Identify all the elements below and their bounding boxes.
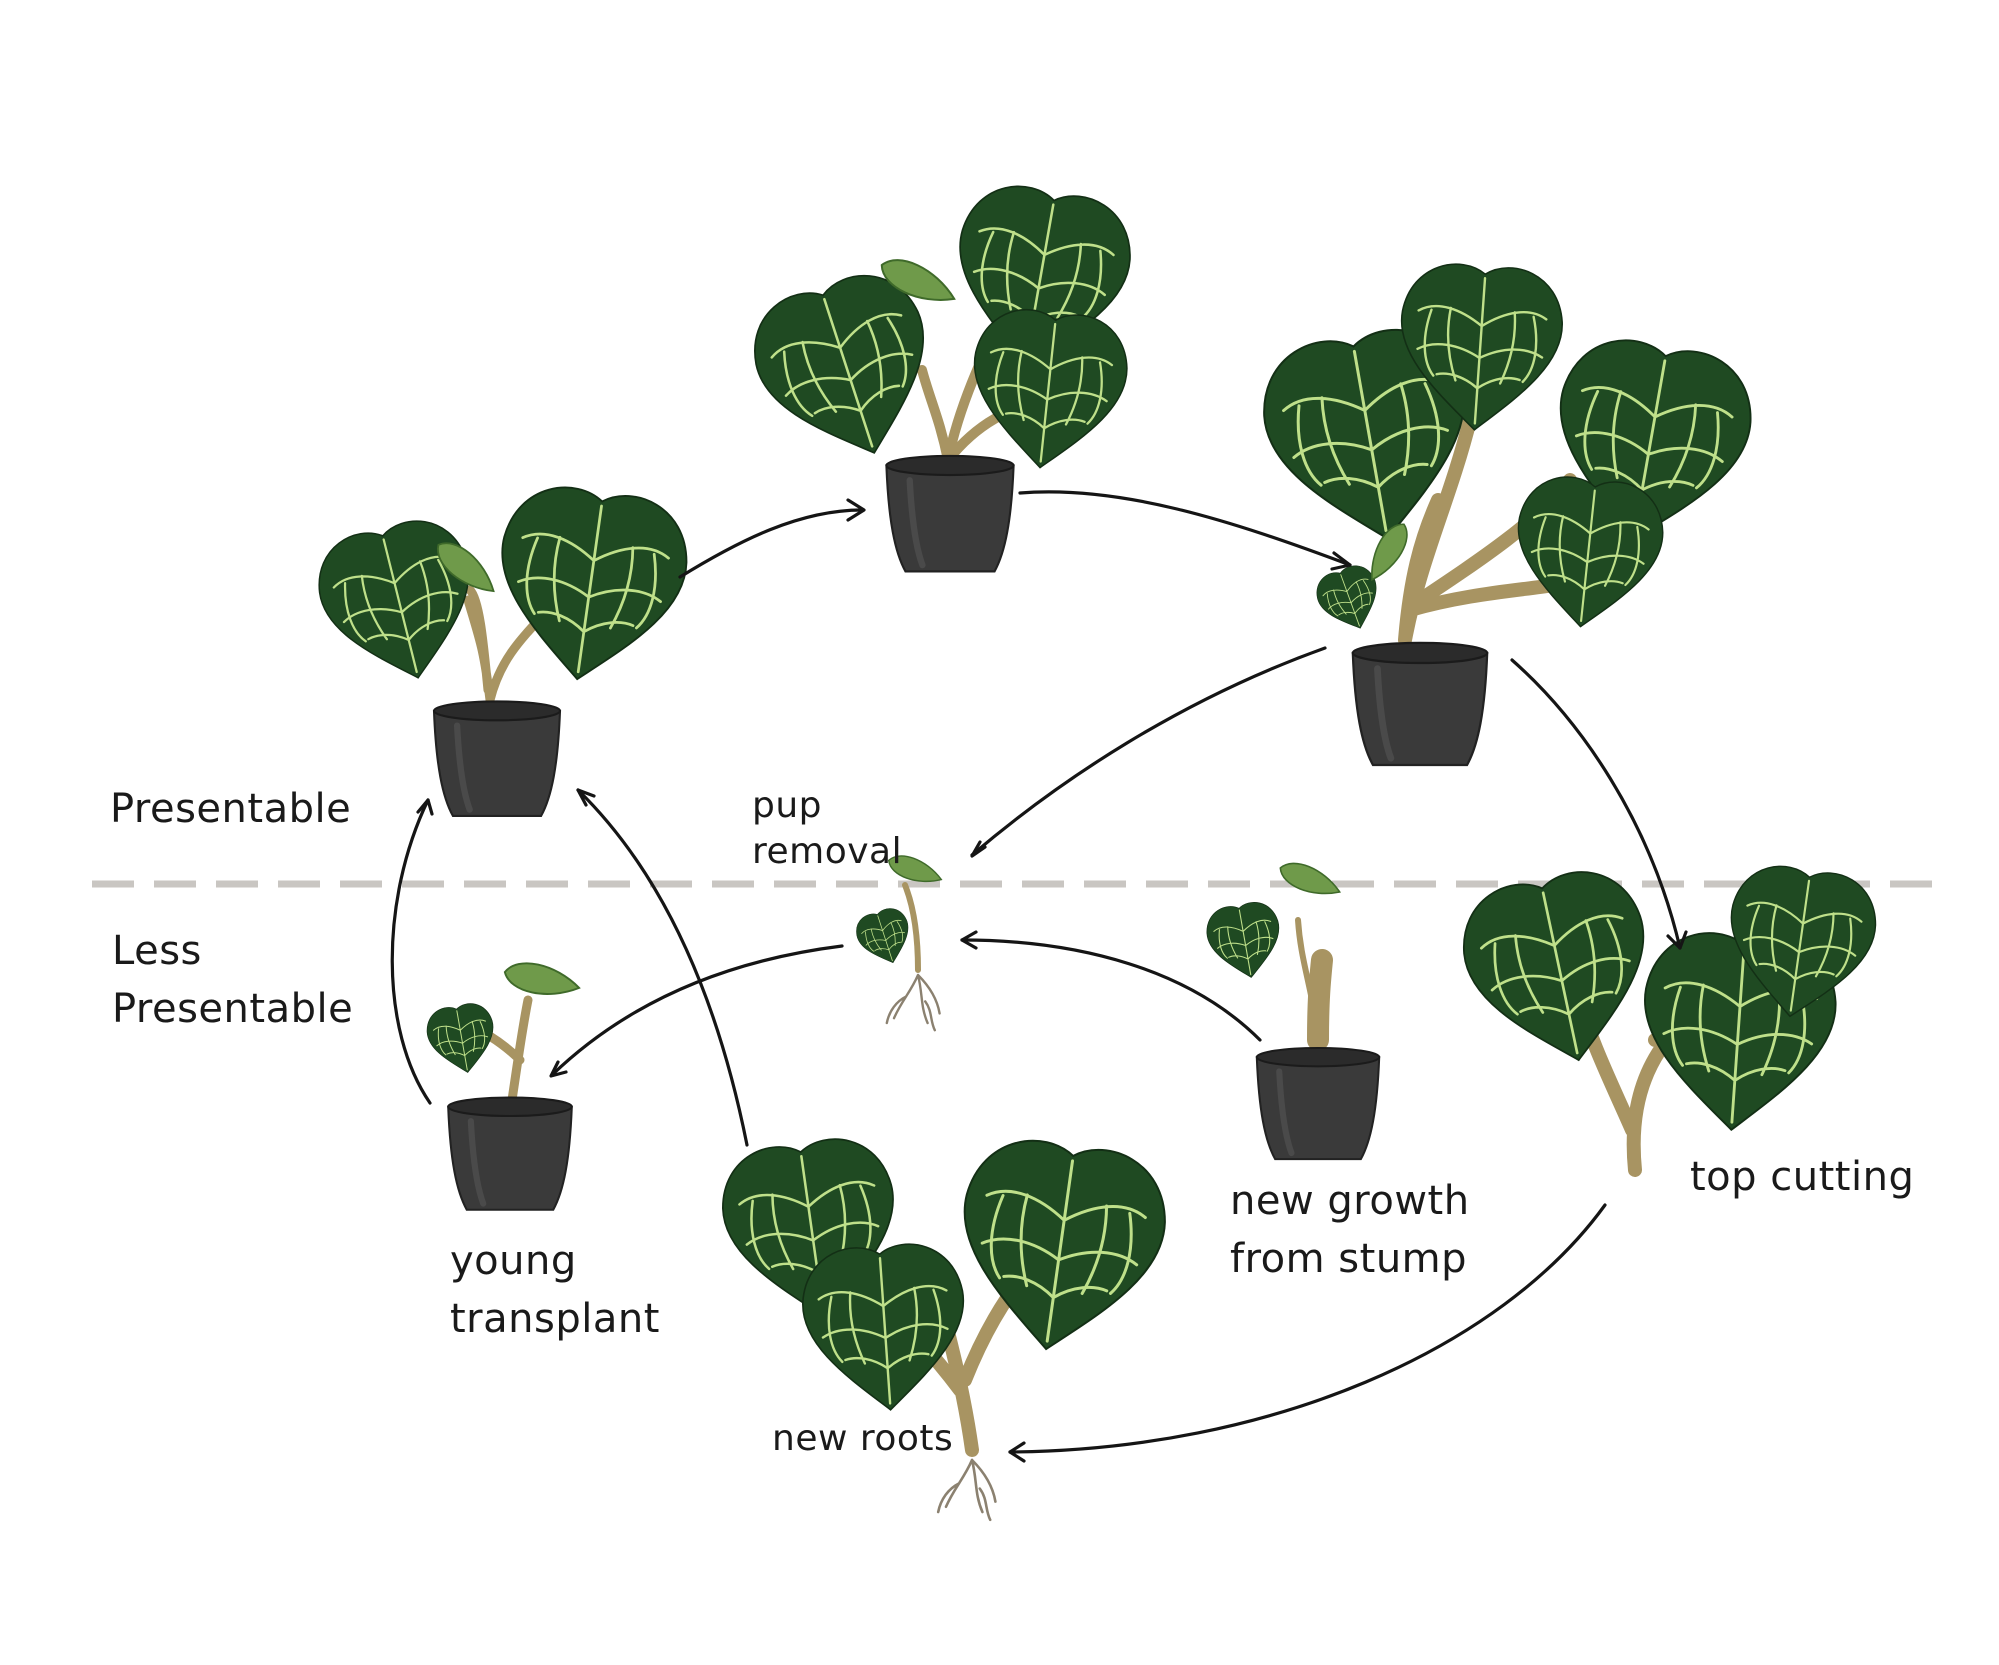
zone-label-less-line2: Presentable (112, 986, 354, 1032)
label-young-transplant-line2: transplant (450, 1296, 660, 1342)
label-pup-removal: pup removal (752, 783, 902, 875)
plant-new-roots (713, 1130, 1176, 1522)
label-young-transplant: young transplant (450, 1232, 660, 1348)
label-new-growth-from-stump: new growth from stump (1230, 1172, 1470, 1288)
label-new-growth-line1: new growth (1230, 1178, 1470, 1224)
label-new-roots: new roots (772, 1418, 954, 1459)
arrow-center-to-mature (1018, 490, 1352, 571)
plant-young-transplant (422, 957, 584, 1210)
label-top-cutting: top cutting (1690, 1154, 1915, 1200)
zone-label-less-presentable: Less Presentable (112, 922, 353, 1038)
arrow-stump-to-pup (960, 930, 1262, 1042)
label-pup-removal-line1: pup (752, 785, 823, 826)
plant-mature-right (1251, 259, 1763, 765)
plant-new-growth-stump (1202, 856, 1379, 1159)
zone-label-presentable: Presentable (110, 786, 352, 832)
plant-presentable-left (306, 478, 697, 815)
arrow-presentable-to-center (678, 498, 866, 579)
arrow-mature-to-top-cutting (1510, 658, 1688, 950)
arrow-transplant-to-presentable (390, 798, 434, 1105)
arrow-pup-to-transplant (549, 944, 844, 1078)
arrow-top-cutting-to-new-roots (1008, 1203, 1607, 1463)
arrow-mature-to-pup (970, 646, 1327, 858)
zone-label-less-line1: Less (112, 928, 202, 974)
plant-top-cutting (1450, 858, 1884, 1177)
arrow-new-roots-to-presentable (576, 788, 749, 1147)
plant-top-center (737, 175, 1141, 571)
plant-pup (851, 849, 946, 1032)
label-new-growth-line2: from stump (1230, 1236, 1468, 1282)
label-pup-removal-line2: removal (752, 831, 903, 872)
label-young-transplant-line1: young (450, 1238, 577, 1284)
